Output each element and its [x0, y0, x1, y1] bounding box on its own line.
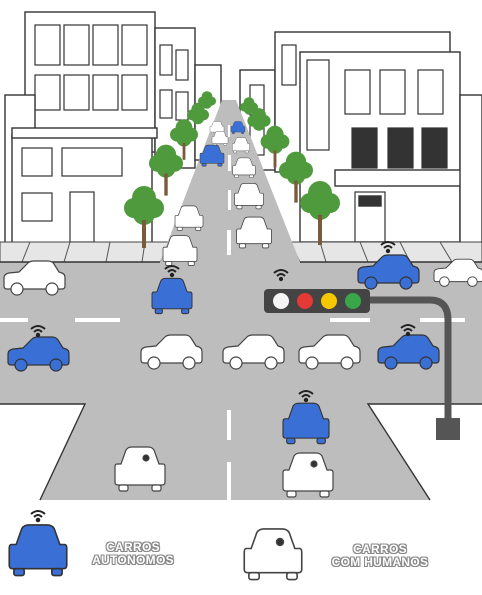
car-human-lower-right [282, 452, 334, 498]
legend-human-line1: CARROS [353, 542, 407, 556]
legend-autonomous-car-icon [8, 510, 68, 577]
light-white [273, 293, 289, 309]
legend-human-car-icon [243, 528, 303, 581]
trees-left [124, 91, 216, 248]
legend-human-label: CARROS COM HUMANOS [316, 543, 444, 569]
light-yellow [321, 293, 337, 309]
wifi-signal-icon [30, 510, 46, 523]
traffic-light-icon [264, 269, 460, 440]
building-right [239, 31, 482, 246]
legend-autonomous-line1: CARROS [106, 540, 160, 554]
trees-right [240, 97, 340, 245]
car-human-lower-left [114, 446, 166, 492]
legend-autonomous-line2: AUTONOMOS [92, 553, 174, 567]
light-red [297, 293, 313, 309]
light-green [345, 293, 361, 309]
legend-human-line2: COM HUMANOS [331, 555, 429, 569]
legend-autonomous-label: CARROS AUTONOMOS [76, 541, 190, 567]
building-left-low [4, 94, 158, 246]
